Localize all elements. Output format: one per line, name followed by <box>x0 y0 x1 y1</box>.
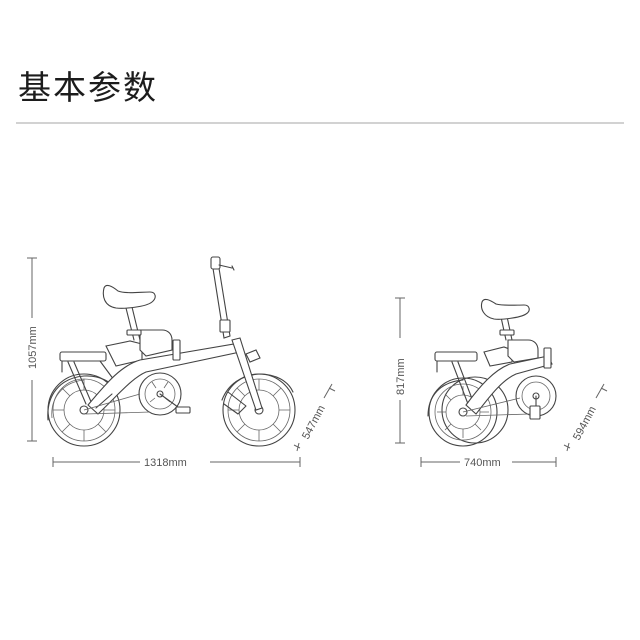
folded-width-dimension: 594mm <box>563 383 608 452</box>
unfolded-bike-diagram <box>47 256 296 447</box>
front-fork <box>231 337 263 411</box>
unfolded-width-label: 547mm <box>300 403 328 441</box>
rear-rack <box>59 351 115 405</box>
folded-crank <box>515 375 557 420</box>
unfolded-height-dimension: 1057mm <box>27 257 39 442</box>
unfolded-width-dimension: 547mm <box>293 383 336 452</box>
unfolded-length-dimension: 1318mm <box>52 457 301 469</box>
folded-bike-diagram <box>427 298 557 447</box>
crank-chainring <box>138 372 191 416</box>
front-fender <box>221 373 294 401</box>
folded-rear-rack <box>434 351 478 362</box>
unfolded-length-label: 1318mm <box>144 457 187 469</box>
saddle <box>102 284 156 309</box>
folded-length-dimension: 740mm <box>420 457 557 469</box>
folded-length-label: 740mm <box>464 457 501 469</box>
front-wheel <box>222 373 296 447</box>
unfolded-height-label: 1057mm <box>27 326 39 369</box>
title-divider <box>16 122 624 124</box>
folded-height-label: 817mm <box>395 358 407 395</box>
rear-wheel <box>47 373 121 447</box>
page-title: 基本参数 <box>18 68 158 107</box>
folded-saddle <box>480 298 530 320</box>
folded-width-label: 594mm <box>571 404 599 442</box>
folded-height-dimension: 817mm <box>395 297 407 444</box>
folded-main-frame <box>465 355 553 415</box>
